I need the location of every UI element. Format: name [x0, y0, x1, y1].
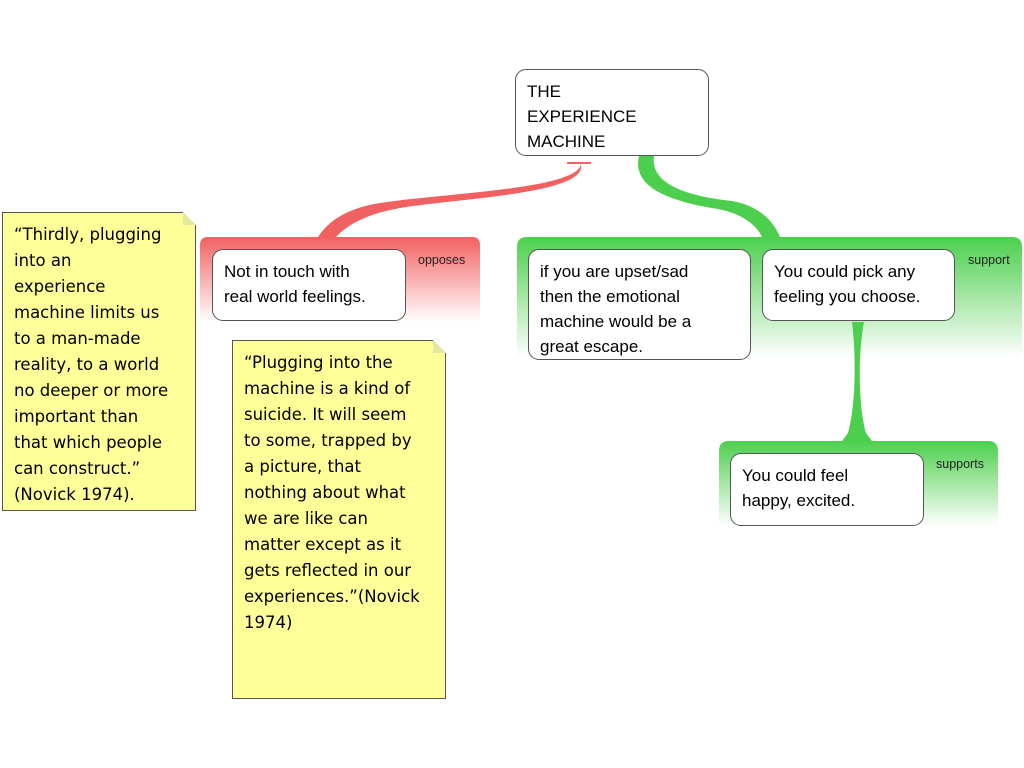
- note-line: experiences.”(Novick: [244, 587, 420, 606]
- central-topic-line: EXPERIENCE: [527, 107, 637, 126]
- support-node-line: You could pick any: [774, 262, 916, 281]
- support-connector: [638, 156, 780, 237]
- opposes-node-line: real world feelings.: [224, 287, 366, 306]
- note-line: important than: [14, 407, 139, 426]
- note-line: “Plugging into the: [244, 353, 393, 372]
- central-topic-line: THE: [527, 82, 561, 101]
- sticky-note-thirdly[interactable]: “Thirdly, plugging into an experience ma…: [2, 212, 196, 511]
- note-line: machine is a kind of: [244, 379, 411, 398]
- note-line: machine limits us: [14, 303, 160, 322]
- note-line: to some, trapped by: [244, 431, 412, 450]
- support-node-line: feeling you choose.: [774, 287, 921, 306]
- central-topic-node[interactable]: THE EXPERIENCE MACHINE: [515, 69, 709, 156]
- support-node-pick-feeling[interactable]: You could pick any feeling you choose.: [762, 249, 955, 321]
- note-line: no deeper or more: [14, 381, 169, 400]
- supports-node-line: happy, excited.: [742, 491, 856, 510]
- opposes-node-line: Not in touch with: [224, 262, 350, 281]
- note-line: (Novick 1974).: [14, 485, 135, 504]
- supports-connector: [842, 322, 872, 441]
- support-node-line: great escape.: [540, 337, 644, 356]
- supports-node-happy[interactable]: You could feel happy, excited.: [730, 453, 924, 526]
- note-line: reality, to a world: [14, 355, 160, 374]
- sticky-note-plugging[interactable]: “Plugging into the machine is a kind of …: [232, 340, 446, 699]
- note-line: that which people: [14, 433, 162, 452]
- supports-label: supports: [936, 457, 984, 471]
- support-label: support: [968, 253, 1010, 267]
- note-line: suicide. It will seem: [244, 405, 407, 424]
- note-line: 1974): [244, 613, 293, 632]
- note-line: into an: [14, 251, 72, 270]
- support-node-escape[interactable]: if you are upset/sad then the emotional …: [528, 249, 751, 360]
- note-line: matter except as it: [244, 535, 402, 554]
- opposes-node[interactable]: Not in touch with real world feelings.: [212, 249, 406, 321]
- note-line: we are like can: [244, 509, 368, 528]
- support-node-line: machine would be a: [540, 312, 692, 331]
- opposes-connector: [567, 162, 591, 164]
- note-line: gets reflected in our: [244, 561, 412, 580]
- note-fold-corner: [433, 340, 446, 353]
- supports-node-line: You could feel: [742, 466, 849, 485]
- note-line: can construct.”: [14, 459, 141, 478]
- note-line: nothing about what: [244, 483, 406, 502]
- support-node-line: then the emotional: [540, 287, 680, 306]
- opposes-connector-curve: [318, 164, 582, 237]
- support-node-line: if you are upset/sad: [540, 262, 689, 281]
- note-fold-corner: [183, 212, 196, 225]
- note-line: to a man-made: [14, 329, 141, 348]
- central-topic-line: MACHINE: [527, 132, 606, 151]
- note-line: experience: [14, 277, 106, 296]
- note-line: a picture, that: [244, 457, 361, 476]
- opposes-label: opposes: [418, 253, 466, 267]
- note-line: “Thirdly, plugging: [14, 225, 162, 244]
